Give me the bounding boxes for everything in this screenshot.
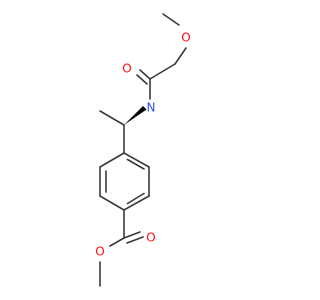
bond-amide-c-o-double-a xyxy=(139,69,151,80)
atom-label-layer: O O N O O xyxy=(95,31,190,259)
bond-ring-top-right xyxy=(123,152,150,168)
bond-ring-bottom-left xyxy=(99,195,125,211)
bond-ester-c-o-double-a xyxy=(123,231,141,239)
wedge-bond-shape xyxy=(124,106,147,125)
atom-label-methoxy-o: O xyxy=(181,31,190,45)
bond-ester-c-o-single xyxy=(109,237,125,247)
atom-label-ester-carbonyl-o: O xyxy=(146,231,155,245)
bond-ch2-amide-c xyxy=(149,63,176,80)
bond-ester-c-o-double-b xyxy=(126,236,144,244)
bond-amide-c-o-double-b xyxy=(136,74,148,85)
bond-layer xyxy=(99,13,187,287)
molecule-structure-canvas: O O N O O xyxy=(95,13,191,287)
bond-methoxy-o-ch2 xyxy=(174,47,187,65)
stereo-wedge xyxy=(124,106,147,125)
bond-ring-top-to-left xyxy=(99,152,125,168)
atom-label-ester-ether-o: O xyxy=(95,245,104,259)
bond-methyl-methoxy-o xyxy=(162,13,180,26)
bond-stereo-c-methyl xyxy=(99,110,125,126)
bond-ring-inner-bottom xyxy=(126,192,145,205)
atom-label-amide-o: O xyxy=(122,62,131,76)
bond-ring-inner-top xyxy=(126,158,145,170)
bond-ring-bottom-right xyxy=(123,195,150,211)
atom-label-amide-n: N xyxy=(147,101,156,115)
